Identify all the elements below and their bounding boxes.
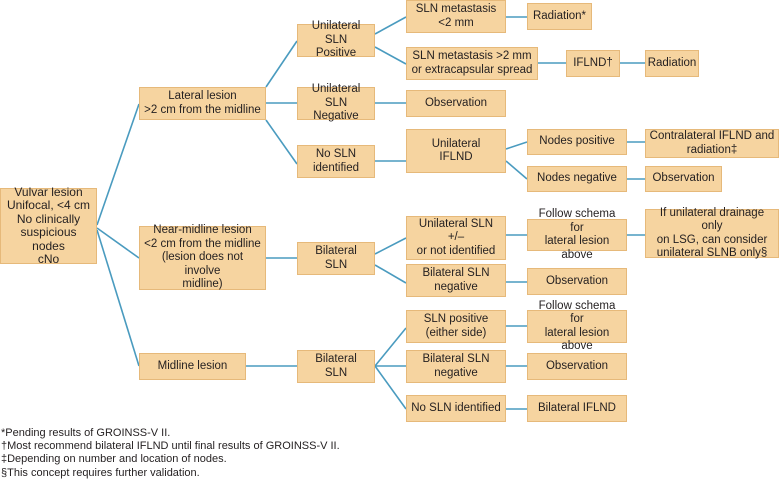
node-mid-no-sln-identified: No SLN identified (406, 395, 506, 422)
node-near-observation: Observation (527, 268, 627, 295)
node-unilateral-iflnd: Unilateral IFLND (406, 129, 506, 173)
footnotes: *Pending results of GROINSS-V II. †Most … (1, 427, 340, 480)
node-mid-bilateral-sln-negative: Bilateral SLN negative (406, 350, 506, 383)
node-near-if-unilateral-drainage: If unilateral drainage only on LSG, can … (645, 207, 779, 259)
node-near-bilateral-sln: Bilateral SLN (297, 242, 375, 275)
node-mid-bilateral-iflnd: Bilateral IFLND (527, 395, 627, 422)
node-lateral-lesion: Lateral lesion >2 cm from the midline (139, 87, 266, 120)
node-sln-metastasis-lt2: SLN metastasis <2 mm (406, 0, 506, 33)
footnote-double-dagger: ‡Depending on number and location of nod… (1, 453, 227, 466)
node-contralateral-iflnd-radiation: Contralateral IFLND and radiation‡ (645, 129, 779, 158)
node-vulvar-lesion: Vulvar lesion Unifocal, <4 cm No clinica… (0, 185, 97, 266)
edge-unilat-iflnd-nodes-pos (505, 141, 528, 150)
node-nodes-negative-observation: Observation (645, 166, 722, 192)
node-mid-sln-positive: SLN positive (either side) (406, 310, 506, 343)
footnote-star: *Pending results of GROINSS-V II. (1, 427, 171, 439)
node-near-unilateral-sln-pm: Unilateral SLN +/– or not identified (406, 216, 506, 260)
edge-unilat-iflnd-nodes-neg (505, 160, 528, 180)
node-mid-follow-schema: Follow schema for lateral lesion above (527, 300, 627, 352)
edge-near-bilat-bilat-neg (374, 264, 407, 284)
node-lateral-no-sln-identified: No SLN identified (297, 145, 375, 178)
edge-mid-bilat-no-sln (374, 365, 407, 410)
node-nodes-positive: Nodes positive (527, 129, 627, 155)
node-lateral-unilateral-sln-positive: Unilateral SLN Positive (297, 20, 375, 59)
node-lateral-negative-observation: Observation (406, 90, 506, 117)
edge-root-midline (96, 229, 140, 367)
node-near-follow-schema: Follow schema for lateral lesion above (527, 208, 627, 261)
footnote-dagger: †Most recommend bilateral IFLND until fi… (1, 440, 340, 453)
node-near-midline-lesion: Near-midline lesion <2 cm from the midli… (139, 224, 266, 290)
node-sln-metastasis-gt2: SLN metastasis >2 mm or extracapsular sp… (406, 47, 538, 80)
footnote-section: §This concept requires further validatio… (1, 466, 200, 479)
node-mid-observation: Observation (527, 353, 627, 380)
edge-root-lateral (96, 103, 140, 226)
edge-root-near-midline (96, 227, 140, 259)
edge-mid-bilat-sln-pos (374, 327, 407, 367)
edge-unilat-pos-met-gt2 (374, 46, 407, 65)
node-lateral-unilateral-sln-negative: Unilateral SLN Negative (297, 83, 375, 122)
node-midline-bilateral-sln: Bilateral SLN (297, 350, 375, 383)
node-nodes-negative: Nodes negative (527, 166, 627, 192)
edge-lateral-unilat-pos (265, 40, 298, 88)
node-near-bilateral-sln-negative: Bilateral SLN negative (406, 264, 506, 297)
node-midline-lesion: Midline lesion (139, 353, 246, 380)
edge-lateral-no-sln (265, 119, 298, 165)
node-radiation-star: Radiation* (527, 3, 592, 30)
edge-unilat-pos-met-lt2 (374, 16, 407, 35)
node-iflnd-dagger: IFLND† (566, 50, 620, 77)
edge-near-bilat-unilat-pm (374, 237, 407, 255)
node-radiation: Radiation (645, 50, 699, 77)
